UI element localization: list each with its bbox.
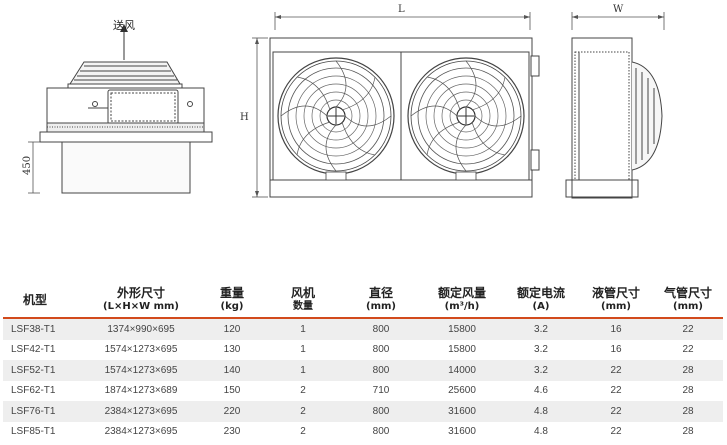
table-row: LSF85-T1 2384×1273×695 230 2 800 31600 4.8 22 28 [3, 422, 723, 443]
cell-diameter: 800 [372, 344, 390, 356]
cell-liquid-pipe: 16 [579, 318, 653, 340]
cell-fan-count: 2 [265, 401, 341, 422]
cell-fan-count: 1 [300, 344, 306, 356]
cell-liquid-pipe: 22 [579, 401, 653, 422]
technical-drawings: 送风 450 L H W [22, 4, 665, 199]
cell-fan-count: 2 [300, 385, 306, 397]
cell-dimensions: 1374×990×695 [83, 318, 199, 340]
length-dimension-label: L [398, 4, 405, 15]
cell-weight: 120 [199, 318, 265, 340]
cell-diameter: 800 [341, 318, 421, 340]
cell-weight: 150 [223, 385, 241, 397]
cell-gas-pipe: 28 [682, 426, 694, 438]
cell-model: LSF52-T1 [3, 360, 83, 381]
cell-liquid-pipe: 22 [610, 385, 622, 397]
cell-diameter: 710 [372, 385, 390, 397]
cell-current: 3.2 [503, 318, 579, 340]
cell-gas-pipe: 28 [653, 401, 723, 422]
cell-airflow: 15800 [448, 344, 476, 356]
cell-weight: 230 [223, 426, 241, 438]
side-view-drawing [565, 12, 665, 199]
cell-airflow: 15800 [421, 318, 503, 340]
drawings-svg [28, 12, 665, 199]
header-dimensions: 外形尺寸(L×H×W mm) [83, 283, 199, 319]
cell-liquid-pipe: 16 [610, 344, 622, 356]
cell-model: LSF42-T1 [11, 344, 56, 356]
cell-weight: 220 [199, 401, 265, 422]
cell-liquid-pipe: 22 [579, 360, 653, 381]
cell-airflow: 14000 [421, 360, 503, 381]
cell-model: LSF62-T1 [11, 385, 56, 397]
cell-dimensions: 1874×1273×689 [104, 385, 178, 397]
cell-liquid-pipe: 22 [610, 426, 622, 438]
header-model: 机型 [3, 283, 83, 319]
cell-model: LSF38-T1 [3, 318, 83, 340]
cell-fan-count: 1 [265, 360, 341, 381]
cell-diameter: 800 [372, 426, 390, 438]
cell-airflow: 31600 [421, 401, 503, 422]
cell-weight: 130 [223, 344, 241, 356]
height-450-label: 450 [22, 155, 33, 175]
cell-weight: 140 [199, 360, 265, 381]
cell-fan-count: 2 [300, 426, 306, 438]
header-fan-count: 风机数量 [265, 283, 341, 319]
header-gas-pipe: 气管尺寸(mm) [653, 283, 723, 319]
cell-current: 3.2 [534, 344, 548, 356]
cell-current: 4.8 [534, 426, 548, 438]
cell-diameter: 800 [341, 401, 421, 422]
height-dimension-label: H [240, 112, 249, 123]
table-header-row: 机型 外形尺寸(L×H×W mm) 重量(kg) 风机数量 直径(mm) 额定风… [3, 283, 723, 319]
cell-airflow: 31600 [448, 426, 476, 438]
cell-dimensions: 1574×1273×695 [83, 360, 199, 381]
cell-model: LSF85-T1 [11, 426, 56, 438]
cell-fan-count: 1 [265, 318, 341, 340]
width-dimension-label: W [613, 4, 624, 15]
cell-dimensions: 1574×1273×695 [104, 344, 178, 356]
airflow-label: 送风 [113, 19, 135, 32]
cell-diameter: 800 [341, 360, 421, 381]
cell-gas-pipe: 28 [653, 360, 723, 381]
header-current: 额定电流(A) [503, 283, 579, 319]
cell-model: LSF76-T1 [3, 401, 83, 422]
cell-current: 3.2 [503, 360, 579, 381]
cell-gas-pipe: 22 [682, 344, 694, 356]
end-view-drawing [28, 24, 213, 194]
cell-dimensions: 2384×1273×695 [104, 426, 178, 438]
front-view-drawing [252, 12, 540, 198]
table-row: LSF42-T1 1574×1273×695 130 1 800 15800 3.2 16 22 [3, 340, 723, 361]
header-liquid-pipe: 液管尺寸(mm) [579, 283, 653, 319]
header-weight: 重量(kg) [199, 283, 265, 319]
header-diameter: 直径(mm) [341, 283, 421, 319]
cell-dimensions: 2384×1273×695 [83, 401, 199, 422]
spec-table: 机型 外形尺寸(L×H×W mm) 重量(kg) 风机数量 直径(mm) 额定风… [3, 283, 723, 442]
cell-current: 4.8 [503, 401, 579, 422]
cell-airflow: 25600 [448, 385, 476, 397]
cell-gas-pipe: 28 [682, 385, 694, 397]
header-airflow: 额定风量(m³/h) [421, 283, 503, 319]
cell-current: 4.6 [534, 385, 548, 397]
table-row: LSF62-T1 1874×1273×689 150 2 710 25600 4.6 22 28 [3, 381, 723, 402]
cell-gas-pipe: 22 [653, 318, 723, 340]
